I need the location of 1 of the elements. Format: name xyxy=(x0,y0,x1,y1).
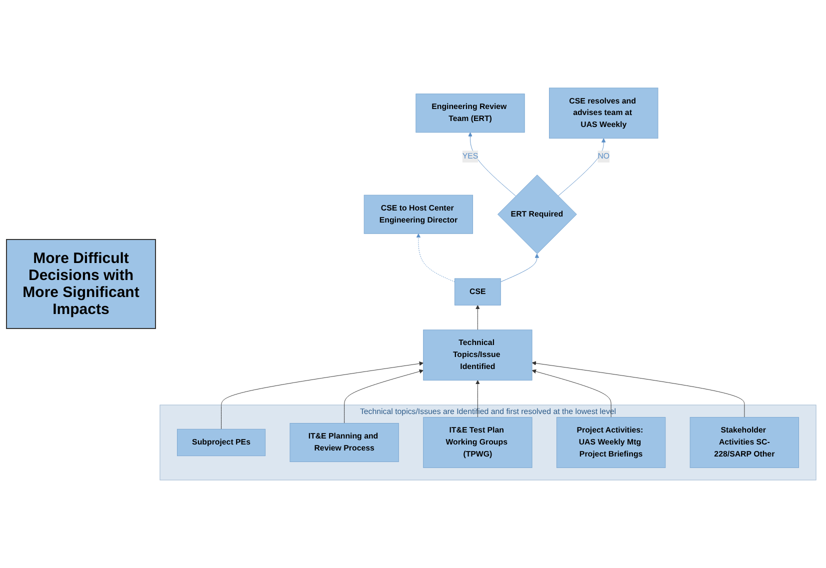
direction-arrow-label: More Difficult Decisions with More Significant Impacts xyxy=(6,239,156,329)
